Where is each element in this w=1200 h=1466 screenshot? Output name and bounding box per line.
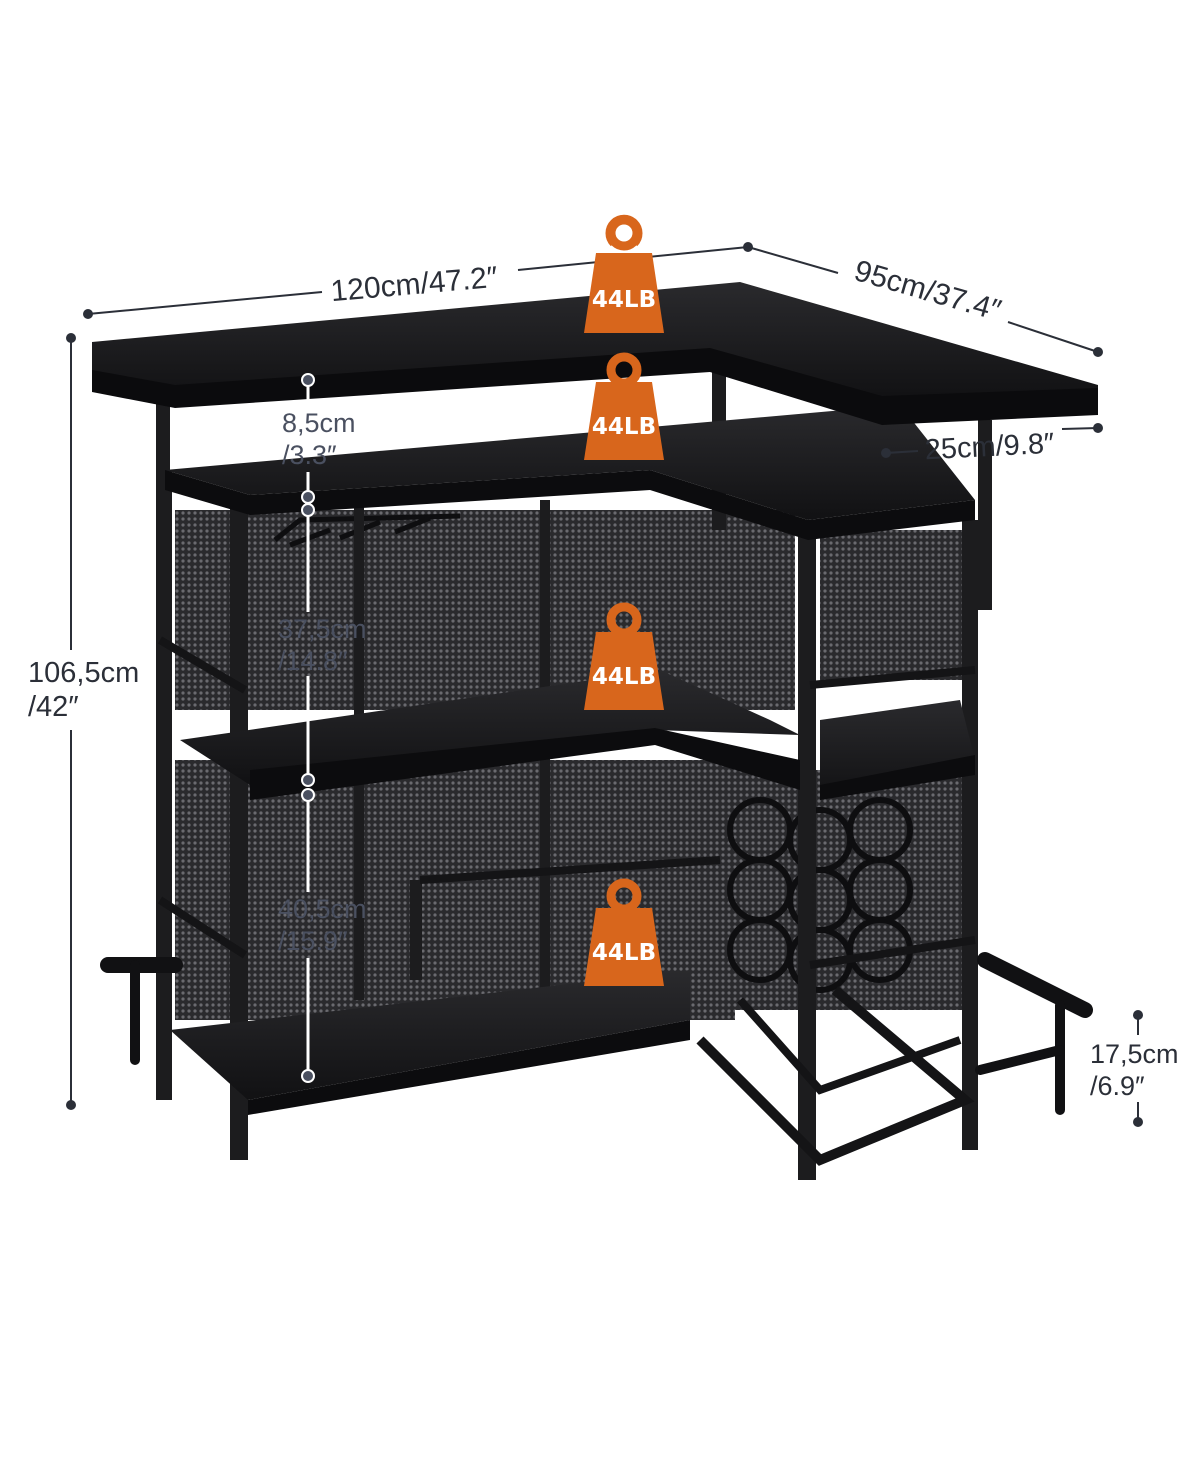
dimension-end-dot [301,490,315,504]
upper-back-mesh [175,510,795,710]
dimension-end-dot [1133,1117,1143,1127]
footrest-in-label: /6.9″ [1090,1071,1145,1101]
dimension-segment [1007,321,1099,353]
mesh-panels [175,510,970,1020]
weight-badge-middle-shelf: 44LB [584,602,664,710]
side-top-depth-label: 25cm/9.8″ [924,428,1055,467]
cross-bars [157,636,976,969]
wine-rack-mesh [725,770,965,1010]
weight-badges: 44LB 44LB 44LB 44LB [584,214,664,986]
dimension-end-dot [1093,423,1103,433]
dimension-segment [747,246,839,274]
lower-gap-line [301,788,315,1083]
bottom-shelf [170,856,975,1166]
dimension-segment [1061,427,1099,430]
weight-label: 44LB [592,940,656,966]
weight-label: 44LB [592,287,656,313]
upper-gap-in-label: /14.8″ [278,646,348,676]
height-cm-label: 106,5cm [28,657,139,689]
weight-badge-bottom-shelf: 44LB [584,878,664,986]
weight-badge-top: 44LB [584,214,664,333]
dimension-end-dot [1133,1010,1143,1020]
dimension-segment [885,450,919,454]
footrest-line [1133,1010,1143,1127]
dimension-end-dot [1093,347,1103,357]
weight-label: 44LB [592,414,656,440]
dimension-end-dot [83,309,93,319]
right-front-post [962,520,978,1150]
depth-dimension-line [747,246,1103,357]
dimension-end-dot [881,448,891,458]
dimension-lines [66,242,1143,1127]
top-gap-in-label: /3.3″ [282,440,337,470]
dimension-end-dot [301,788,315,802]
back-left-post [156,470,172,1100]
width-label: 120cm/47.2″ [329,261,499,308]
dimension-end-dot [301,1069,315,1083]
dimension-segment [87,291,323,315]
upper-gap-cm-label: 37,5cm [278,614,367,644]
weight-badge-upper-shelf: 44LB [584,352,664,460]
side-top-depth-line [881,423,1103,458]
lower-gap-in-label: /15.9″ [278,926,348,956]
weight-icon [584,908,664,986]
dimension-end-dot [301,773,315,787]
weight-icon [584,253,664,333]
upper-gap-line [301,503,315,787]
weight-label: 44LB [592,664,656,690]
footrest-cm-label: 17,5cm [1090,1039,1179,1069]
dimension-end-dot [66,1100,76,1110]
dimension-end-dot [66,333,76,343]
upper-shelf [165,405,975,540]
dimension-end-dot [301,373,315,387]
weight-icon [584,632,664,710]
side-upper-mesh [820,530,970,680]
footrest [100,952,1093,1115]
height-dimension-line [66,333,76,1110]
height-in-label: /42″ [28,691,79,723]
weight-icon [584,382,664,460]
table-top [92,282,1098,425]
depth-label: 95cm/37.4″ [851,254,1005,327]
front-left-post [230,500,248,1160]
dimension-end-dot [301,503,315,517]
right-top-post [978,420,992,610]
dimension-labels: 120cm/47.2″ 95cm/37.4″ 106,5cm /42″ 25cm… [28,254,1179,1101]
top-gap-cm-label: 8,5cm [282,408,356,438]
lower-gap-cm-label: 40,5cm [278,894,367,924]
